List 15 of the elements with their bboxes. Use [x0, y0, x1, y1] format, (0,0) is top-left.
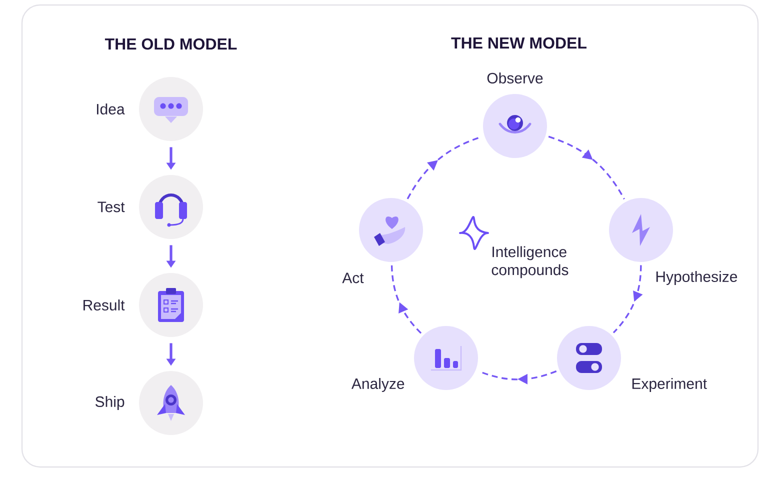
step-label: Experiment: [632, 378, 707, 392]
step-label: Result: [84, 299, 125, 310]
center-note: Intelligence compounds: [492, 246, 568, 278]
step-label: Hypothesize: [656, 271, 738, 285]
step-label: Observe: [487, 72, 543, 84]
step-label: Idea: [97, 103, 125, 114]
step-label: Act: [342, 272, 364, 284]
dashed-arrow: [390, 265, 422, 334]
dashed-arrow: [612, 265, 643, 334]
step-label: Analyze: [351, 378, 404, 392]
column-heading: THE OLD MODEL: [104, 38, 237, 50]
step-label: Test: [98, 202, 125, 212]
column-heading: THE NEW MODEL: [451, 37, 586, 49]
step-label: Ship: [95, 396, 124, 410]
dashed-arrow: [548, 136, 625, 200]
